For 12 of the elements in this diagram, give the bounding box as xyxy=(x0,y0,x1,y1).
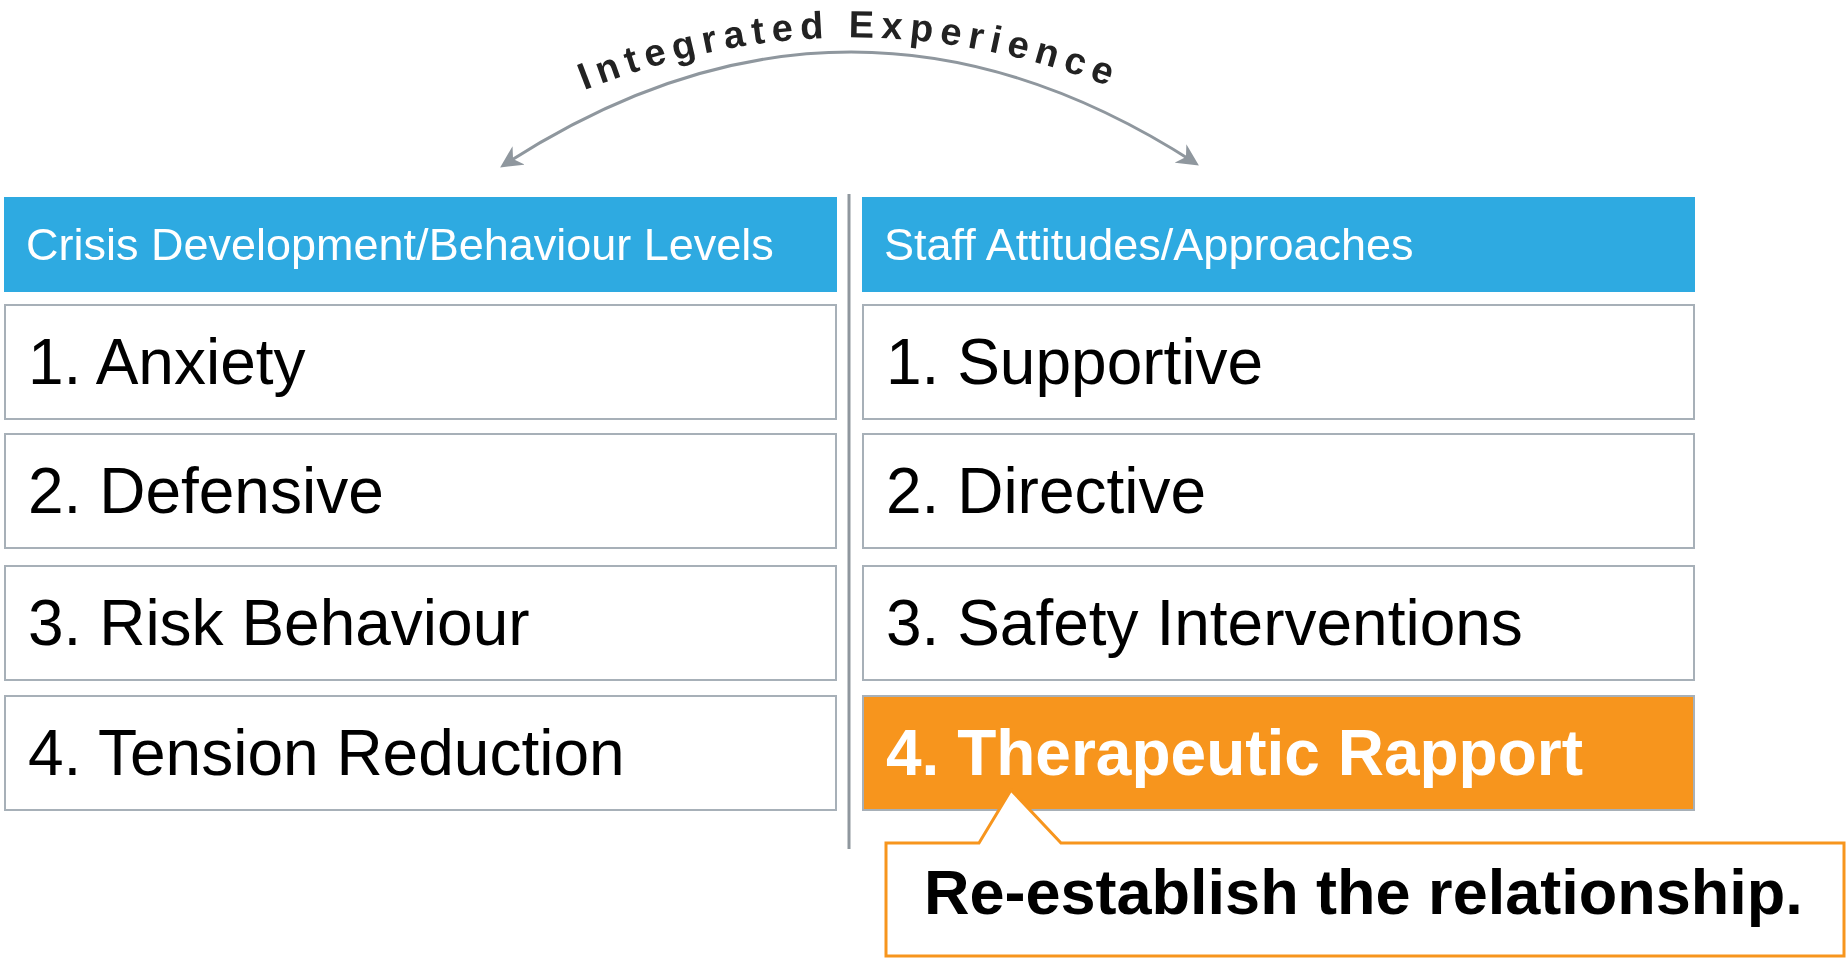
list-item: 3. Safety Interventions xyxy=(862,565,1695,681)
column-header: Staff Attitudes/Approaches xyxy=(862,197,1695,292)
list-item: 2. Directive xyxy=(862,433,1695,549)
callout-text: Re-establish the relationship. xyxy=(924,856,1803,928)
list-item: 3. Risk Behaviour xyxy=(4,565,837,681)
highlighted-list-item: 4. Therapeutic Rapport xyxy=(862,695,1695,811)
column-header: Crisis Development/Behaviour Levels xyxy=(4,197,837,292)
curved-arrow xyxy=(500,50,1199,168)
list-item: 1. Anxiety xyxy=(4,304,837,420)
list-item: 4. Tension Reduction xyxy=(4,695,837,811)
list-item: 2. Defensive xyxy=(4,433,837,549)
list-item: 1. Supportive xyxy=(862,304,1695,420)
